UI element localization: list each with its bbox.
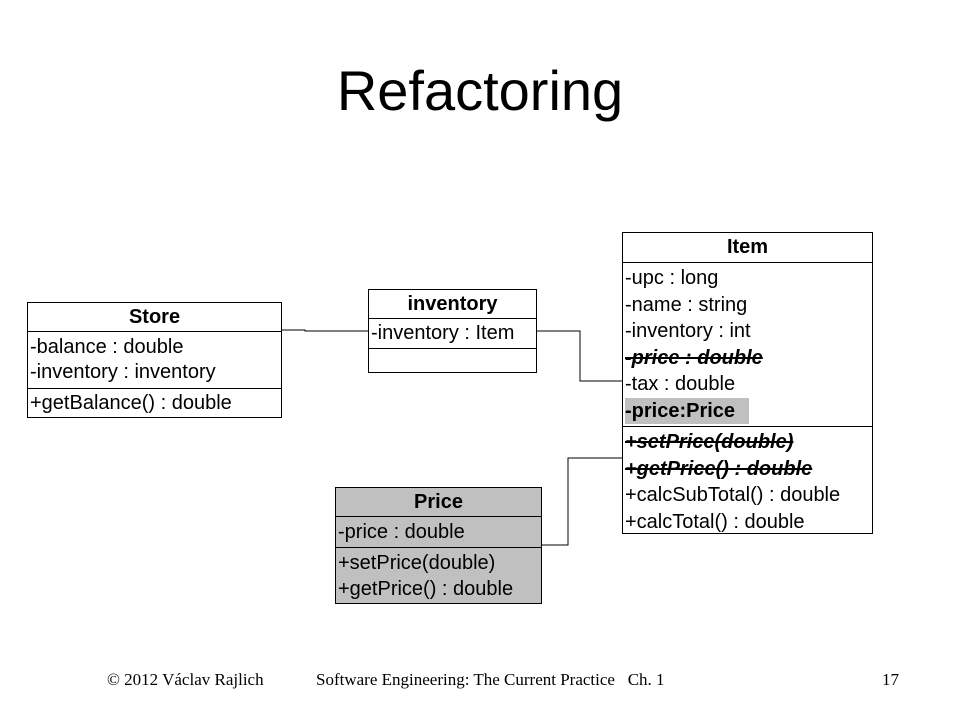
- class-store-attributes: -balance : double -inventory : inventory: [28, 332, 281, 389]
- store-attr-inventory: -inventory : inventory: [30, 361, 216, 383]
- item-method-getprice-removed: +getPrice() : double: [625, 457, 813, 480]
- class-price-name: Price: [336, 488, 541, 517]
- item-attr-name: -name : string: [625, 293, 748, 316]
- class-item-methods: +setPrice(double) +getPrice() : double +…: [623, 427, 872, 533]
- item-attr-upc: -upc : long: [625, 267, 719, 289]
- store-inventory-association: [282, 329, 368, 332]
- inventory-item-association: [537, 330, 622, 382]
- class-inventory-name: inventory: [369, 290, 536, 319]
- class-inventory-methods: [369, 349, 536, 372]
- footer-page-number: 17: [882, 670, 899, 689]
- class-store-methods: +getBalance() : double: [28, 389, 281, 417]
- price-attr-price: -price : double: [338, 521, 465, 543]
- class-inventory-attributes: -inventory : Item: [369, 319, 536, 349]
- item-method-calcsubtotal: +calcSubTotal() : double: [625, 484, 841, 506]
- slide-title: Refactoring: [336, 59, 624, 122]
- class-store-name: Store: [28, 303, 281, 332]
- item-attr-price-removed: -price : double: [625, 346, 763, 369]
- price-item-association: [542, 457, 622, 546]
- price-method-getprice: +getPrice() : double: [338, 578, 514, 600]
- class-store: Store -balance : double -inventory : inv…: [27, 302, 282, 418]
- class-item: Item -upc : long -name : string -invento…: [622, 232, 873, 534]
- class-price: Price -price : double +setPrice(double) …: [335, 487, 542, 604]
- item-attr-tax: -tax : double: [625, 373, 736, 395]
- class-item-name: Item: [623, 233, 872, 263]
- item-attr-inventory: -inventory : int: [625, 320, 751, 342]
- price-method-setprice: +setPrice(double): [338, 552, 496, 574]
- item-attr-price-added-highlight: -price:Price: [625, 397, 750, 424]
- item-method-setprice-removed: +setPrice(double): [625, 431, 794, 453]
- item-method-calctotal: +calcTotal() : double: [625, 510, 805, 533]
- store-attr-balance: -balance : double: [30, 336, 184, 358]
- class-price-attributes: -price : double: [336, 517, 541, 548]
- footer-copyright: © 2012 Václav Rajlich: [107, 670, 264, 689]
- class-inventory: inventory -inventory : Item: [368, 289, 537, 373]
- inventory-attr-inventory: -inventory : Item: [371, 322, 515, 344]
- item-attr-price-added: -price:Price: [625, 397, 872, 424]
- class-price-methods: +setPrice(double) +getPrice() : double: [336, 548, 541, 603]
- class-item-attributes: -upc : long -name : string -inventory : …: [623, 263, 872, 427]
- store-method-getbalance: +getBalance() : double: [30, 392, 232, 414]
- footer-course-title: Software Engineering: The Current Practi…: [316, 670, 665, 689]
